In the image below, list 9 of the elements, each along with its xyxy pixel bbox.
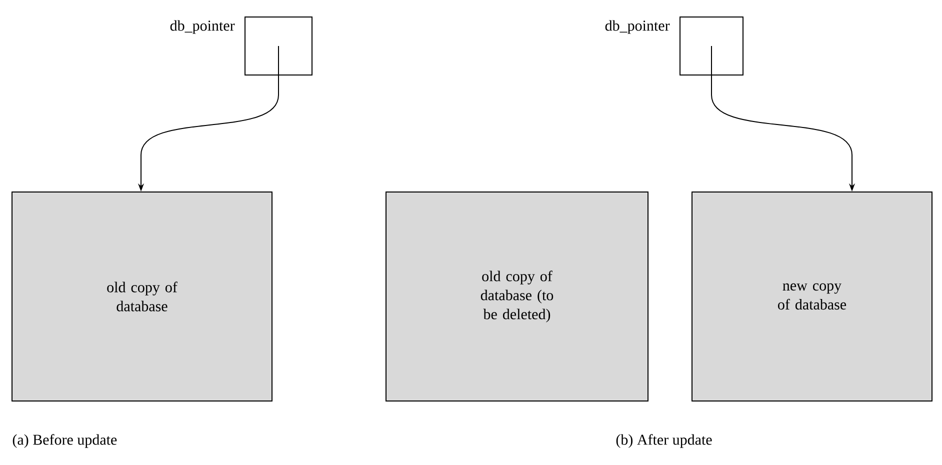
database-box: old copy of database	[12, 192, 272, 402]
pointer-label: db_pointer	[170, 20, 235, 34]
database-box: old copy of database (to be deleted)	[386, 192, 648, 402]
pointer-box	[244, 16, 312, 76]
caption: (a) Before update	[12, 434, 117, 448]
database-box: new copy of database	[692, 192, 932, 402]
caption: (b) After update	[616, 434, 712, 448]
pointer-box	[680, 16, 744, 76]
pointer-label: db_pointer	[605, 20, 670, 34]
